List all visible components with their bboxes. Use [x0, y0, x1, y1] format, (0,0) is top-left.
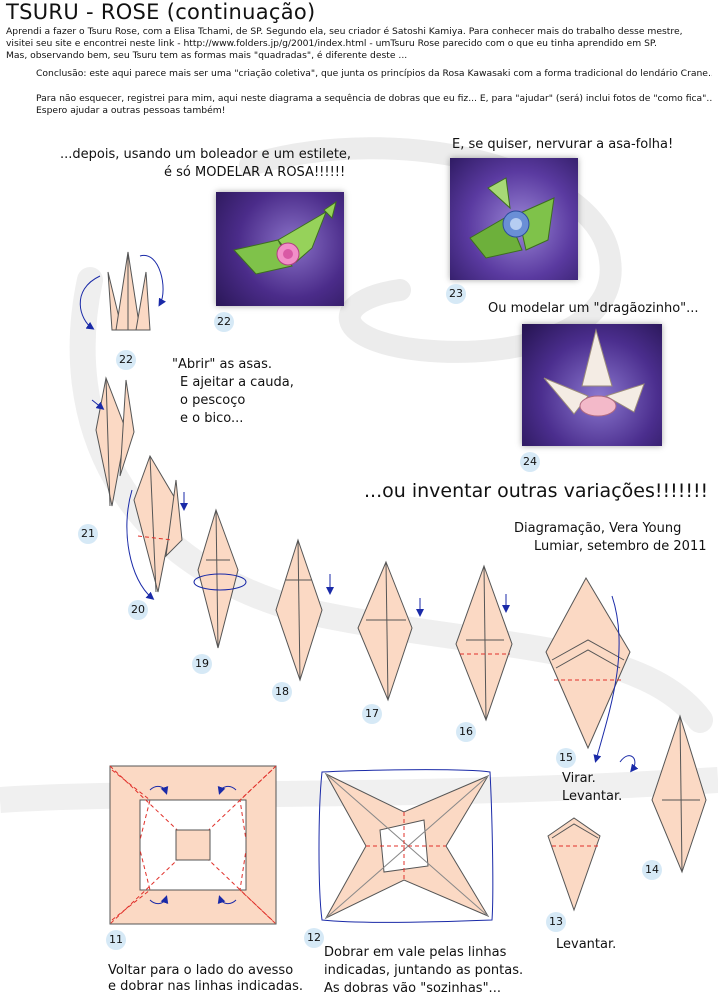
step-badge-12: 12 — [304, 928, 324, 948]
step-badge-21: 21 — [78, 524, 98, 544]
caption-step12-1: Dobrar em vale pelas linhas — [324, 945, 507, 960]
diagram-step-15 — [545, 576, 639, 773]
caption-step11-1: Voltar para o lado do avesso — [108, 963, 294, 978]
diagram-step-20 — [126, 454, 188, 600]
caption-step12-3: As dobras vão "sozinhas"... — [324, 981, 501, 996]
step-badge-23: 23 — [446, 284, 466, 304]
diagram-step-19 — [193, 508, 247, 649]
caption-step11-2: e dobrar nas linhas indicadas. — [108, 979, 304, 994]
caption-inventar: ...ou inventar outras variações!!!!!!! — [364, 480, 709, 502]
diagram-step-17 — [357, 560, 424, 702]
step-badge-14: 14 — [642, 860, 662, 880]
caption-levantar-15: Levantar. — [562, 789, 623, 804]
diagram-step-13 — [547, 817, 601, 912]
intro-conclusion: Conclusão: este aqui parece mais ser uma… — [36, 68, 712, 79]
step-badge-24: 24 — [520, 452, 540, 472]
photo-veined-wing — [450, 158, 578, 280]
step-badge-22-photo: 22 — [214, 312, 234, 332]
caption-dragao: Ou modelar um "dragãozinho"... — [488, 301, 699, 316]
intro-line-2: visitei seu site e encontrei neste link … — [6, 38, 657, 49]
caption-modelar-1: ...depois, usando um boleador e um estil… — [60, 147, 352, 162]
caption-abrir-4: e o bico... — [180, 411, 244, 426]
intro-note-1: Para não esquecer, registrei para mim, a… — [36, 93, 712, 104]
photo-little-dragon — [522, 324, 662, 446]
step-badge-19: 19 — [192, 654, 212, 674]
caption-virar: Virar. — [562, 771, 596, 786]
intro-note-2: Espero ajudar a outras pessoas também! — [36, 105, 226, 116]
diagram-step-12 — [318, 769, 494, 923]
caption-abrir-1: "Abrir" as asas. — [172, 357, 273, 372]
diagram-step-14 — [651, 714, 707, 874]
credit-lumiar: Lumiar, setembro de 2011 — [534, 539, 707, 554]
step-badge-17: 17 — [362, 704, 382, 724]
caption-step12-2: indicadas, juntando as pontas. — [324, 963, 524, 978]
step-badge-20: 20 — [128, 600, 148, 620]
diagram-step-16 — [455, 564, 513, 722]
caption-levantar-13: Levantar. — [556, 937, 617, 952]
credit-diagramacao: Diagramação, Vera Young — [514, 521, 682, 536]
page-title: TSURU - ROSE (continuação) — [6, 0, 316, 24]
caption-nervurar: E, se quiser, nervurar a asa-folha! — [452, 137, 674, 152]
step-badge-18: 18 — [272, 682, 292, 702]
diagram-step-11 — [109, 765, 277, 925]
step-badge-16: 16 — [456, 722, 476, 742]
diagram-step-18 — [275, 538, 334, 682]
intro-line-3: Mas, observando bem, seu Tsuru tem as fo… — [6, 50, 408, 61]
photo-rose-crane — [216, 192, 344, 306]
caption-abrir-3: o pescoço — [180, 393, 246, 408]
step-badge-13: 13 — [546, 912, 566, 932]
diagram-step-22 — [79, 251, 166, 331]
step-badge-22: 22 — [116, 350, 136, 370]
step-badge-11: 11 — [106, 930, 126, 950]
caption-modelar-2: é só MODELAR A ROSA!!!!!! — [164, 165, 346, 180]
intro-line-1: Aprendi a fazer o Tsuru Rose, com a Elis… — [6, 26, 683, 37]
diagram-step-21 — [91, 376, 135, 507]
step-badge-15: 15 — [556, 748, 576, 768]
caption-abrir-2: E ajeitar a cauda, — [180, 375, 294, 390]
